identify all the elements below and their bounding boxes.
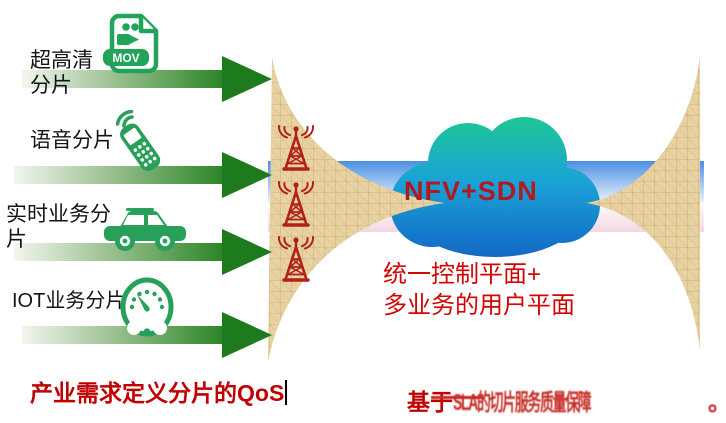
qos-caption: 产业需求定义分片的QoS: [30, 374, 288, 408]
control-plane-caption: 统一控制平面+多业务的用户平面: [383, 261, 575, 319]
car-icon: [104, 208, 186, 251]
speedometer-icon: [120, 277, 174, 337]
mov-badge-label: MOV: [112, 51, 139, 65]
nfv-sdn-label: NFV+SDN: [404, 176, 538, 206]
slice-label-iot: IOT业务分片: [12, 290, 126, 312]
garbled-animating-text: SLA的切片服务质量保障: [453, 389, 592, 415]
text-cursor: [285, 380, 288, 405]
mov-video-file-icon: MOV: [103, 13, 159, 74]
mobile-phone-icon: [115, 110, 161, 172]
flow-arrow-voice: [14, 152, 272, 198]
slice-label-uhd: 超高清分片: [30, 49, 93, 97]
slice-label-voice: 语音分片: [30, 129, 114, 152]
flow-arrow-uhd: [22, 56, 272, 102]
flow-arrow-iot: [22, 312, 272, 358]
garbled-stroke: [431, 396, 483, 399]
funnel-shape-right: [586, 57, 700, 350]
funnel-shape-left: [268, 57, 445, 362]
sla-caption: 基于SLA的切片服务质量保障。: [407, 383, 726, 417]
slice-label-realtime: 实时业务分片: [6, 203, 111, 251]
